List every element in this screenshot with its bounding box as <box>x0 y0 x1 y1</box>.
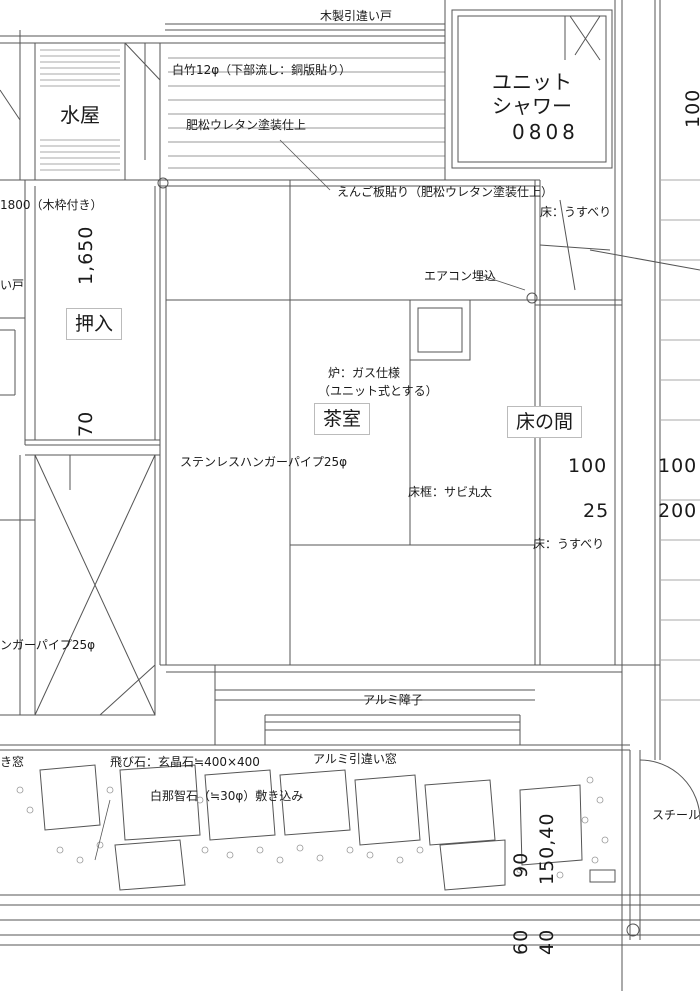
note-ro-gas: 炉：ガス仕様 <box>328 366 401 380</box>
note-shiratake: 白竹12φ（下部流し：銅版貼り） <box>172 63 352 77</box>
note-tokogamachi: 床框：サビ丸太 <box>408 485 493 499</box>
dim-60: 60 <box>510 928 532 955</box>
note-hanger-pipe-left: ンガーパイプ25φ <box>0 638 96 652</box>
dim-150-40: 150,40 <box>536 812 558 885</box>
note-window-fragment: き窓 <box>0 755 25 769</box>
dim-100-b: 100 <box>658 455 698 477</box>
note-steel-fragment: スチール <box>652 808 700 822</box>
note-enko-board: えんご板貼り（肥松ウレタン塗装仕上） <box>337 185 554 199</box>
note-wood-sliding-door: 木製引違い戸 <box>320 9 393 23</box>
dim-40: 40 <box>536 928 558 955</box>
room-label-unit-shower-line2: シャワー <box>492 94 572 118</box>
note-alumi-shoji: アルミ障子 <box>363 693 423 707</box>
note-wood-frame: 1800（木枠付き） <box>0 198 103 212</box>
dim-90: 90 <box>510 851 532 878</box>
room-label-unit-shower-code: 0808 <box>512 120 579 144</box>
note-ro-unit: （ユニット式とする） <box>318 384 438 398</box>
note-gravel: 白那智石（≒30φ）敷き込み <box>150 789 304 803</box>
room-label-mizuya: 水屋 <box>60 103 100 127</box>
note-floor-usuberi-top: 床：うすべり <box>540 205 612 219</box>
note-pine-urethane: 肥松ウレタン塗装仕上 <box>186 118 307 132</box>
note-door-fragment: い戸 <box>0 278 25 292</box>
room-label-chashitsu: 茶室 <box>314 403 371 435</box>
room-label-unit-shower-line1: ユニット <box>492 70 572 94</box>
dim-100-top: 100 <box>682 88 700 128</box>
note-hanger-pipe: ステンレスハンガーパイプ25φ <box>180 455 348 469</box>
dim-70: 70 <box>75 410 97 437</box>
dim-100-a: 100 <box>568 455 608 477</box>
note-aircon: エアコン埋込 <box>424 269 497 283</box>
note-stepping-stone: 飛び石：玄晶石≒400×400 <box>110 755 260 769</box>
note-floor-usuberi-bottom: 床：うすべり <box>533 537 605 551</box>
room-label-oshiire: 押入 <box>66 308 123 340</box>
room-label-tokonoma: 床の間 <box>507 406 583 438</box>
dim-200: 200 <box>658 500 698 522</box>
dim-25: 25 <box>583 500 610 522</box>
note-alumi-window: アルミ引違い窓 <box>313 752 397 766</box>
dim-1650: 1,650 <box>75 225 97 285</box>
